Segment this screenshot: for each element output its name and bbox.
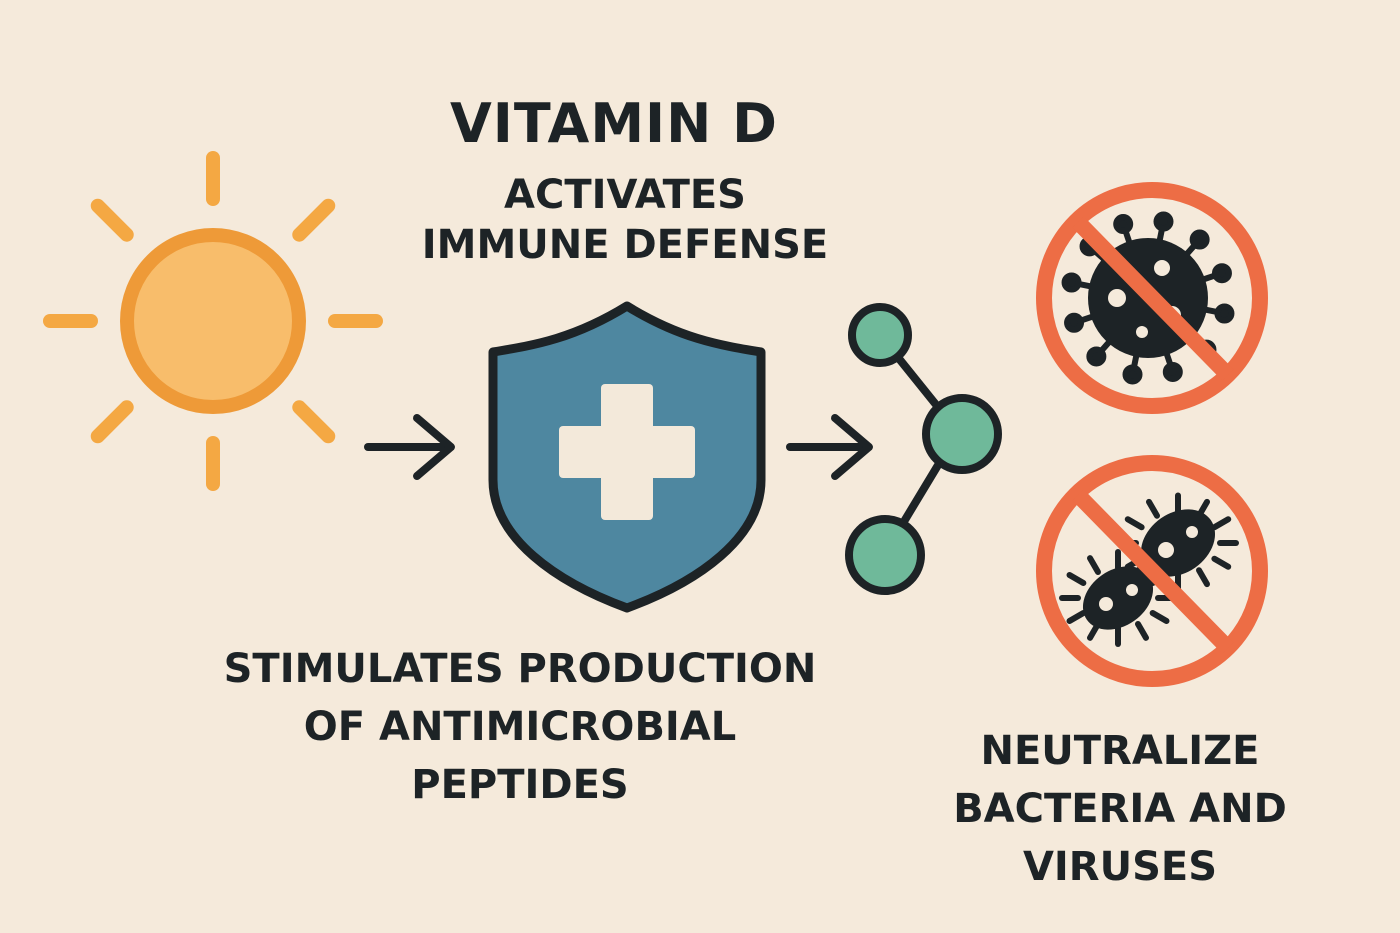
caption-line: VIRUSES bbox=[1022, 844, 1218, 890]
virus-spike-tip bbox=[1214, 303, 1235, 324]
virus-spike-tip bbox=[1061, 272, 1082, 293]
bacteria-hair bbox=[1196, 567, 1210, 588]
medical-shield-icon bbox=[488, 301, 766, 613]
bacteria-hair bbox=[1066, 572, 1087, 586]
subtitle-line: IMMUNE DEFENSE bbox=[421, 222, 829, 268]
virus-spike-tip bbox=[1122, 364, 1143, 385]
peptides-caption: STIMULATES PRODUCTION OF ANTIMICROBIAL P… bbox=[180, 640, 860, 814]
virus-spike-tip bbox=[1189, 229, 1210, 250]
arrow-right-icon bbox=[364, 414, 455, 480]
bacteria-hair bbox=[1211, 555, 1232, 570]
caption-line: BACTERIA AND bbox=[953, 786, 1287, 832]
virus-spike-tip bbox=[1086, 346, 1107, 367]
virus-spike-tip bbox=[1153, 211, 1174, 232]
peptide-molecule-icon bbox=[845, 303, 1002, 595]
virus-spike-tip bbox=[1064, 312, 1085, 333]
diagram-title: VITAMIN D bbox=[450, 92, 778, 155]
diagram-subtitle: ACTIVATES IMMUNE DEFENSE bbox=[330, 170, 920, 270]
sun-ray bbox=[292, 400, 336, 444]
virus-spike-tip bbox=[1113, 214, 1134, 235]
arrow-right-icon bbox=[786, 414, 873, 480]
virus-spike-tip bbox=[1162, 361, 1183, 382]
bacteria-hair bbox=[1149, 610, 1170, 624]
sun-icon bbox=[43, 151, 383, 491]
bacteria-hair bbox=[1211, 516, 1232, 531]
bacteria-hair bbox=[1066, 610, 1087, 624]
bacteria-hair bbox=[1087, 555, 1101, 576]
no-bacteria-icon bbox=[1036, 455, 1268, 687]
virus-spike-tip bbox=[1211, 263, 1232, 284]
bacteria-hair bbox=[1135, 620, 1149, 641]
caption-line: PEPTIDES bbox=[411, 762, 629, 808]
plus-cross-icon bbox=[559, 384, 695, 520]
neutralize-caption: NEUTRALIZE BACTERIA AND VIRUSES bbox=[920, 722, 1320, 896]
no-virus-icon bbox=[1036, 182, 1268, 414]
bacteria-hair bbox=[1146, 498, 1160, 519]
subtitle-line: ACTIVATES bbox=[504, 172, 746, 218]
caption-line: OF ANTIMICROBIAL bbox=[303, 704, 737, 750]
sun-ray bbox=[90, 198, 134, 242]
caption-line: NEUTRALIZE bbox=[980, 728, 1260, 774]
caption-line: STIMULATES PRODUCTION bbox=[223, 646, 817, 692]
sun-ray bbox=[90, 400, 134, 444]
sun-ray bbox=[292, 198, 336, 242]
bacteria-hair bbox=[1124, 516, 1145, 531]
